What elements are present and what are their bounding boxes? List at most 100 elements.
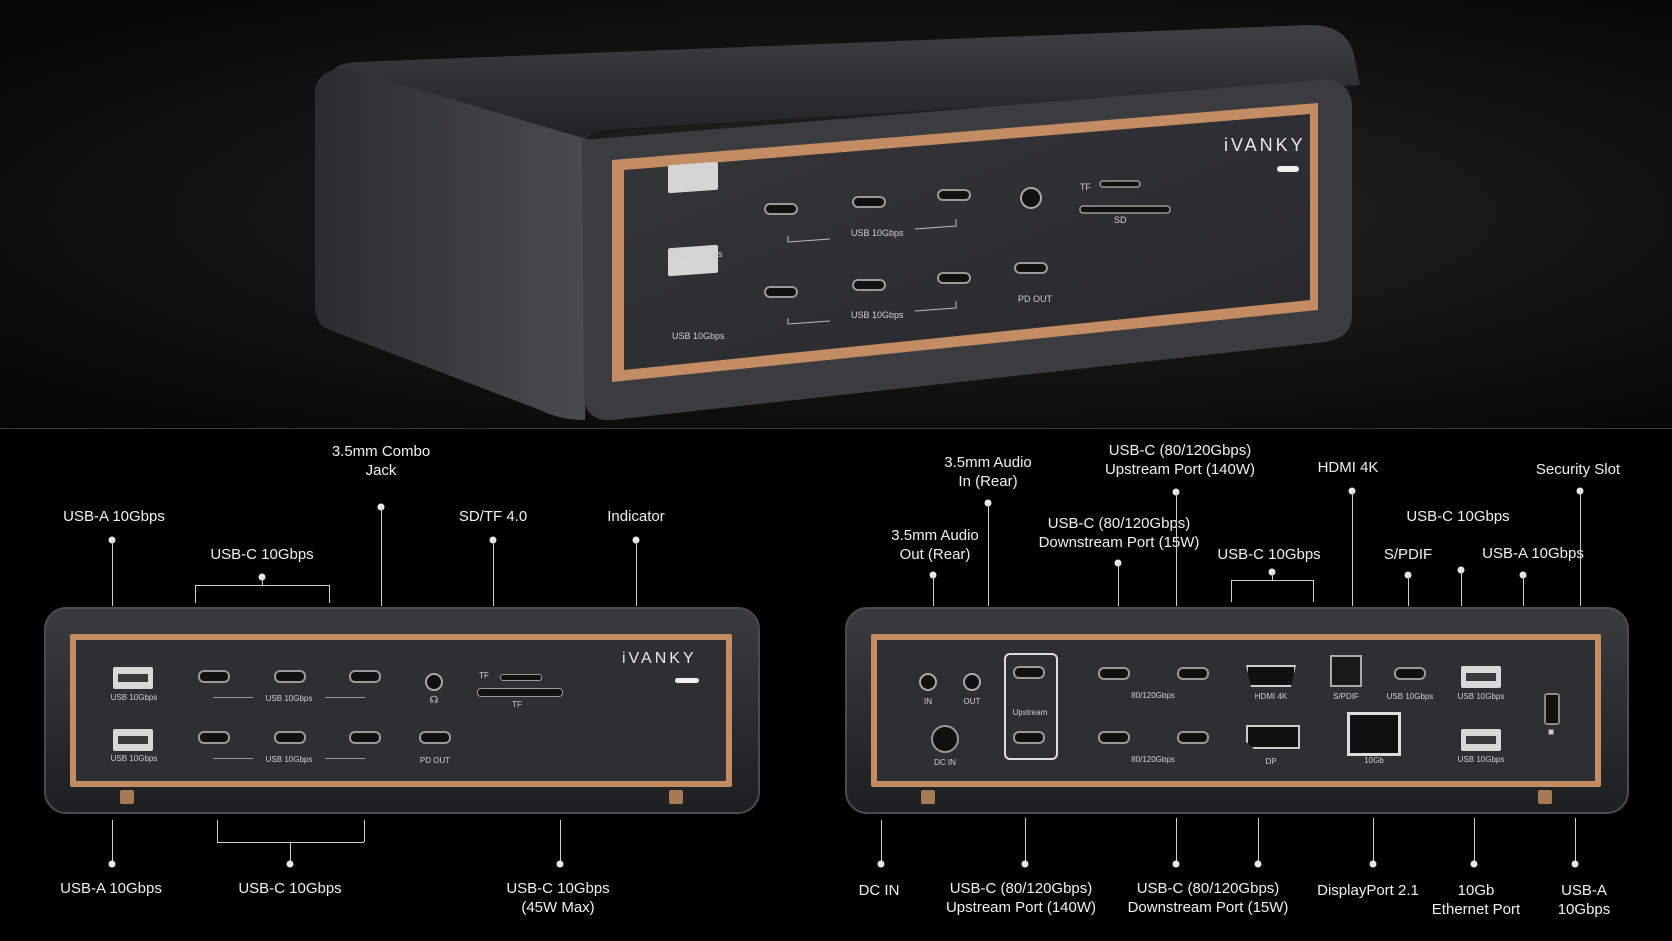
rear-callout-audio-in: 3.5mm Audio In (Rear) [944,454,1032,490]
rear-tb-bottom-label: 80/120Gbps [1131,755,1175,764]
hero-usbc-top-label: USB 10Gbps [851,228,904,238]
section-divider [0,428,1672,429]
rear-hdmi-port [1246,665,1296,687]
callout-line [1313,580,1314,602]
front-pd-out-port [419,731,451,744]
front-foot [669,790,683,804]
rear-hdmi-label: HDMI 4K [1254,692,1288,701]
front-callout-usba-bottom: USB-A 10Gbps [60,880,162,897]
indicator-light [675,678,699,683]
security-slot [1544,693,1560,725]
rear-callout-usbc-10b: USB-C 10Gbps [1406,508,1510,525]
rear-callout-usbc-10: USB-C 10Gbps [1217,546,1321,563]
front-foot [120,790,134,804]
rear-usba-port [1461,666,1501,688]
callout-dot [877,860,885,868]
callout-line [1373,818,1374,864]
callout-line [217,820,218,842]
rear-dp-label: DP [1265,757,1277,766]
front-faceplate [76,640,726,781]
callout-line [636,540,637,606]
front-callout-sd-tf: SD/TF 4.0 [458,508,528,525]
callout-dot [108,860,116,868]
rear-spdif-label: S/PDIF [1333,692,1359,701]
rear-tb-port [1098,731,1130,744]
callout-line [1474,818,1475,864]
callout-line [1352,491,1353,606]
callout-line [560,820,561,864]
front-combo-jack [425,673,443,691]
callout-line [1272,572,1273,580]
callout-line [262,577,263,585]
rear-tb-port [1098,667,1130,680]
callout-line [1408,575,1409,606]
rear-tb-top-label: 80/120Gbps [1131,691,1175,700]
callout-dot [1369,860,1377,868]
callout-line [1231,580,1232,602]
callout-line [1523,575,1524,606]
front-usbc-port [349,670,381,683]
rear-callout-usbc-down: USB-C (80/120Gbps) Downstream Port (15W) [1038,515,1200,551]
front-pdout-label: PD OUT [419,756,451,765]
callout-dot [1172,860,1180,868]
callout-line [933,575,934,606]
rear-foot [921,790,935,804]
lock-icon: ■ [1547,727,1555,738]
port-group-line [325,758,365,759]
rear-foot [1538,790,1552,804]
callout-dot [1470,860,1478,868]
callout-dot [286,860,294,868]
front-callout-usbc-pd: USB-C 10Gbps (45W Max) [506,880,610,916]
callout-line [493,540,494,606]
callout-line [1176,492,1177,606]
front-sd-slot [477,688,563,697]
hero-brand-logo: iVANKY [1224,135,1306,155]
front-usba-port [113,729,153,751]
port-group-line [325,697,365,698]
rear-callout-audio-out: 3.5mm Audio Out (Rear) [891,527,979,563]
callout-line [1461,570,1462,606]
front-usbc-port [198,731,230,744]
hero-usba-bottom-label: USB 10Gbps [672,331,725,341]
front-usbc-top-label: USB 10Gbps [265,694,313,703]
rear-upstream-port [1013,731,1045,744]
front-usba-port [113,667,153,689]
rear-callout-usbc-up-bottom: USB-C (80/120Gbps) Upstream Port (140W) [945,880,1097,916]
rear-callout-usba-bottom: USB-A 10Gbps [1557,882,1611,918]
rear-out-label: OUT [963,697,981,706]
front-callout-usba-top: USB-A 10Gbps [63,508,165,525]
rear-callout-security: Security Slot [1535,461,1621,478]
callout-line [364,820,365,842]
rear-callout-spdif: S/PDIF [1383,546,1433,563]
front-usba-2-label: USB 10Gbps [110,754,158,763]
callout-line [381,507,382,606]
rear-ethernet-port [1347,712,1401,756]
rear-callout-usbc-down-bottom: USB-C (80/120Gbps) Downstream Port (15W) [1127,880,1289,916]
rear-callout-displayport: DisplayPort 2.1 [1317,882,1419,899]
front-brand-logo: iVANKY [622,650,697,667]
rear-callout-usbc-up: USB-C (80/120Gbps) Upstream Port (140W) [1104,442,1256,478]
callout-line [881,820,882,864]
rear-usba-port [1461,729,1501,751]
rear-usbc-port [1394,667,1426,680]
rear-in-label: IN [924,697,932,706]
front-callout-indicator: Indicator [607,508,665,525]
hero-tf-label: TF [1080,182,1091,192]
callout-bracket [1231,580,1313,581]
dock-3d-render: iVANKY USB 10Gbps USB 10Gbps USB 10Gbps … [315,25,1360,421]
callout-line [1176,818,1177,864]
callout-line [1575,818,1576,864]
rear-spdif-port [1330,655,1362,687]
callout-bracket [195,585,329,586]
callout-dot [556,860,564,868]
rear-usba-bottom-label: USB 10Gbps [1457,755,1505,764]
callout-line [329,585,330,603]
rear-callout-ethernet: 10Gb Ethernet Port [1431,882,1521,918]
rear-usba-top-label: USB 10Gbps [1457,692,1505,701]
front-callout-usbc-top: USB-C 10Gbps [210,546,314,563]
front-usbc-port [349,731,381,744]
callout-dot [1254,860,1262,868]
hero-usba-top-label: USB 10Gbps [670,249,723,259]
callout-line [1025,818,1026,864]
callout-line [988,503,989,606]
